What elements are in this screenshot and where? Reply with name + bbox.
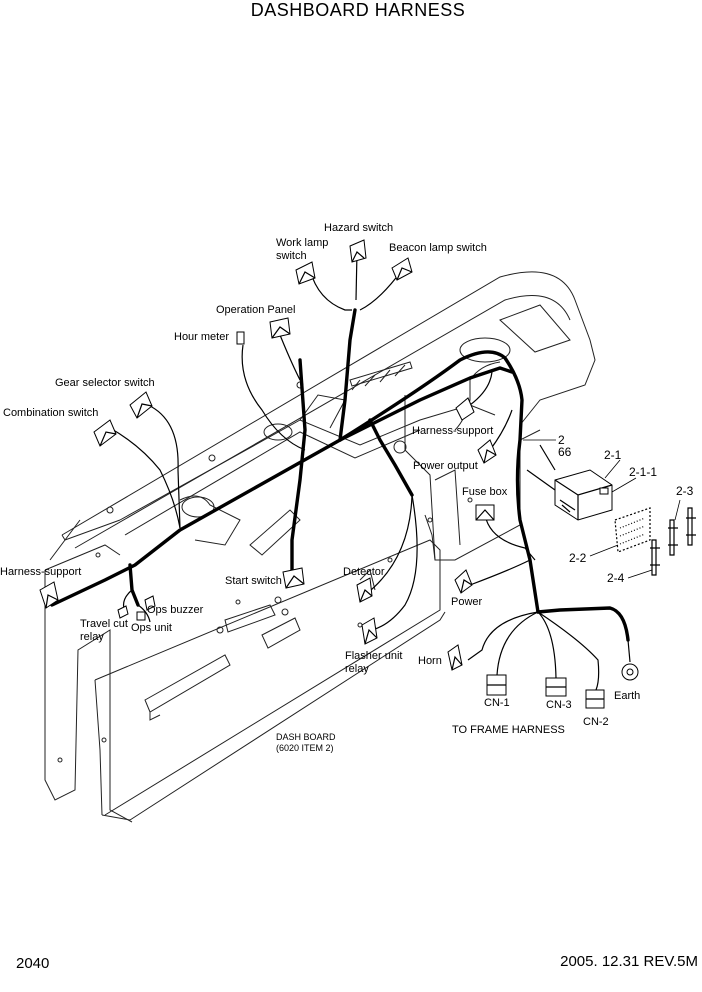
connector-harness-support-left xyxy=(39,581,59,609)
label-cn1: CN-1 xyxy=(484,697,510,709)
label-ops-buzzer: Ops buzzer xyxy=(147,604,204,616)
label-harness-support-right: Harness-support xyxy=(412,425,493,437)
label-hazard-switch: Hazard switch xyxy=(324,222,393,234)
connector-leads xyxy=(109,251,631,691)
wire-harness xyxy=(50,308,630,642)
detector-branch-wire xyxy=(368,418,414,497)
frame-harness-trunk xyxy=(536,606,630,642)
revision-date: 2005. 12.31 REV.5M xyxy=(560,953,698,970)
connector-flasher-unit-relay xyxy=(361,617,378,645)
label-horn: Horn xyxy=(418,655,442,667)
label-power-output: Power output xyxy=(413,460,478,472)
connector-power xyxy=(454,569,473,594)
connector-power-output xyxy=(477,439,497,464)
label-cn2: CN-2 xyxy=(583,716,609,728)
ref-2-3: 2-3 xyxy=(676,484,694,498)
label-detector: Detector xyxy=(343,566,385,578)
switch-branch-wire xyxy=(338,308,357,442)
reference-leaders xyxy=(523,439,681,579)
label-operation-panel: Operation Panel xyxy=(216,304,296,316)
connector-combination-switch xyxy=(93,419,117,447)
connector-detector xyxy=(356,577,373,603)
connector-fuse-box xyxy=(475,504,495,521)
ref-2-1-1: 2-1-1 xyxy=(629,465,657,479)
dash-board-outline xyxy=(44,271,596,823)
connector-horn xyxy=(447,644,463,671)
connector-ops-unit xyxy=(136,611,146,621)
main-trunk-wire xyxy=(50,366,514,607)
label-travel-cut-relay-line1: Travel cut xyxy=(80,618,128,630)
harness-support-left-drop xyxy=(128,563,140,607)
earth-terminal xyxy=(621,663,639,681)
label-gear-selector-switch: Gear selector switch xyxy=(55,377,155,389)
connector-beacon-lamp-switch xyxy=(391,257,413,281)
label-flasher-unit-relay-line2: relay xyxy=(345,663,369,675)
fuse-mesh-plate xyxy=(614,507,651,553)
label-start-switch: Start switch xyxy=(225,575,282,587)
operation-panel-wire xyxy=(290,358,307,582)
label-cn3: CN-3 xyxy=(546,699,572,711)
label-fuse-box: Fuse box xyxy=(462,486,508,498)
ref-2-1: 2-1 xyxy=(604,448,622,462)
label-beacon-lamp-switch: Beacon lamp switch xyxy=(389,242,487,254)
connector-hour-meter xyxy=(236,331,245,345)
connector-cn3 xyxy=(545,677,567,697)
fuse-box-assembly xyxy=(554,469,613,521)
label-ops-unit: Ops unit xyxy=(131,622,172,634)
label-travel-cut-relay-line2: relay xyxy=(80,631,104,643)
ref-66: 66 xyxy=(558,445,572,459)
label-to-frame-harness: TO FRAME HARNESS xyxy=(452,724,565,736)
connector-operation-panel xyxy=(269,317,291,339)
connector-cn1 xyxy=(486,674,507,696)
connector-work-lamp-switch xyxy=(295,261,316,285)
connector-cn2 xyxy=(585,689,605,709)
ref-2-2: 2-2 xyxy=(569,551,587,565)
connector-gear-selector-switch xyxy=(129,391,153,419)
connector-start-switch xyxy=(282,567,305,589)
connector-hazard-switch xyxy=(349,239,367,263)
connector-harness-support-right xyxy=(455,397,475,421)
connector-travel-cut-relay xyxy=(117,605,129,619)
label-earth: Earth xyxy=(614,690,640,702)
label-flasher-unit-relay-line1: Flasher unit xyxy=(345,650,402,662)
label-combination-switch: Combination switch xyxy=(3,407,98,419)
right-loop-wire xyxy=(338,350,540,614)
label-hour-meter: Hour meter xyxy=(174,331,229,343)
label-dash-board-line2: (6020 ITEM 2) xyxy=(276,743,334,753)
fuse-clips xyxy=(650,507,696,576)
ref-2-4: 2-4 xyxy=(607,571,625,585)
ref-2: 2 xyxy=(558,433,565,447)
label-work-lamp-switch-line1: Work lamp xyxy=(276,237,328,249)
label-dash-board-line1: DASH BOARD xyxy=(276,732,336,742)
label-power: Power xyxy=(451,596,483,608)
connector-ops-buzzer xyxy=(144,595,156,611)
diagram-title: DASHBOARD HARNESS xyxy=(251,0,466,20)
label-harness-support-left: Harness-support xyxy=(0,566,81,578)
page-number: 2040 xyxy=(16,955,49,972)
label-work-lamp-switch-line2: switch xyxy=(276,250,307,262)
